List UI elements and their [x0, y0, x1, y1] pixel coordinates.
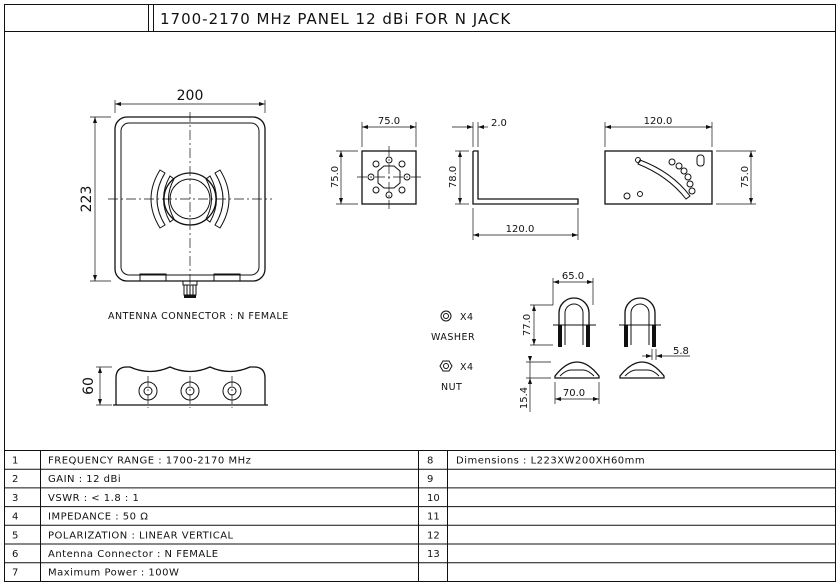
- spec-row-text: POLARIZATION : LINEAR VERTICAL: [48, 530, 234, 541]
- spec-row-number: 4: [12, 512, 18, 523]
- dim-bracket-height: 75.0: [740, 166, 751, 188]
- dim-plate-height: 75.0: [330, 166, 341, 188]
- front-view: 200 223: [79, 88, 272, 298]
- dim-clamp-width: 70.0: [563, 388, 585, 399]
- spec-row-number: 12: [427, 530, 440, 541]
- spec-row-text: VSWR : < 1.8 : 1: [48, 493, 139, 504]
- ubolt-front-view: 65.0 77.0: [522, 271, 596, 347]
- spec-row-text: IMPEDANCE : 50 Ω: [48, 512, 148, 523]
- washer-icon: [440, 310, 452, 322]
- connector-label: ANTENNA CONNECTOR : N FEMALE: [108, 311, 289, 322]
- spec-row-text: Maximum Power : 100W: [48, 568, 179, 579]
- spec-row-number: 10: [427, 493, 440, 504]
- spec-row-text: Antenna Connector : N FEMALE: [48, 549, 219, 560]
- washer-label: WASHER: [431, 332, 475, 343]
- washer-qty: X4: [460, 312, 474, 323]
- spec-row-number: 11: [427, 512, 440, 523]
- dim-angle-length: 120.0: [506, 224, 535, 235]
- dim-angle-thickness: 2.0: [491, 118, 507, 129]
- spec-row-number: 6: [12, 549, 18, 560]
- spec-row-number: 13: [427, 549, 440, 560]
- dim-angle-height: 78.0: [448, 166, 459, 188]
- dim-front-height: 223: [79, 186, 95, 213]
- nut-label: NUT: [441, 382, 462, 393]
- bracket-plate-view: 120.0 75.0: [604, 116, 756, 205]
- spec-table: 1 FREQUENCY RANGE : 1700-2170 MHz 2 GAIN : …: [4, 450, 836, 582]
- dim-plate-width: 75.0: [378, 116, 400, 127]
- dim-ubolt-height: 77.0: [522, 314, 533, 336]
- angle-bracket-view: 2.0 78.0 120.0: [448, 118, 579, 240]
- spec-rows: 1 FREQUENCY RANGE : 1700-2170 MHz 2 GAIN : …: [4, 456, 836, 579]
- spec-row-number: 7: [12, 568, 18, 579]
- spec-row-number: 9: [427, 474, 433, 485]
- title-block: 1700-2170 MHz PANEL 12 dBi FOR N JACK: [4, 4, 836, 582]
- clamp-saddles: 15.4 70.0: [519, 356, 665, 412]
- dim-ubolt-rod: 5.8: [673, 346, 689, 357]
- mounting-plate-view: 75.0 75.0: [330, 116, 421, 209]
- drawing-title: 1700-2170 MHz PANEL 12 dBi FOR N JACK: [160, 10, 511, 28]
- dim-side-height: 60: [81, 377, 97, 395]
- spec-row-text: Dimensions : L223XW200XH60mm: [456, 456, 645, 467]
- spec-row-text: FREQUENCY RANGE : 1700-2170 MHz: [48, 456, 251, 467]
- spec-row-number: 8: [427, 456, 433, 467]
- spec-row-number: 1: [12, 456, 18, 467]
- spec-row-number: 3: [12, 493, 18, 504]
- hardware-items: X4 WASHER X4 NUT: [431, 310, 475, 393]
- dim-bracket-length: 120.0: [644, 116, 673, 127]
- ubolt-side-view: 5.8: [619, 297, 690, 360]
- nut-icon: [439, 360, 453, 372]
- side-view: 60: [81, 366, 268, 408]
- nut-qty: X4: [460, 362, 474, 373]
- dim-clamp-height: 15.4: [519, 387, 530, 409]
- dim-ubolt-width: 65.0: [562, 271, 584, 282]
- spec-row-text: GAIN : 12 dBi: [48, 474, 121, 485]
- dim-front-width: 200: [177, 88, 204, 104]
- spec-row-number: 2: [12, 474, 18, 485]
- spec-row-number: 5: [12, 530, 18, 541]
